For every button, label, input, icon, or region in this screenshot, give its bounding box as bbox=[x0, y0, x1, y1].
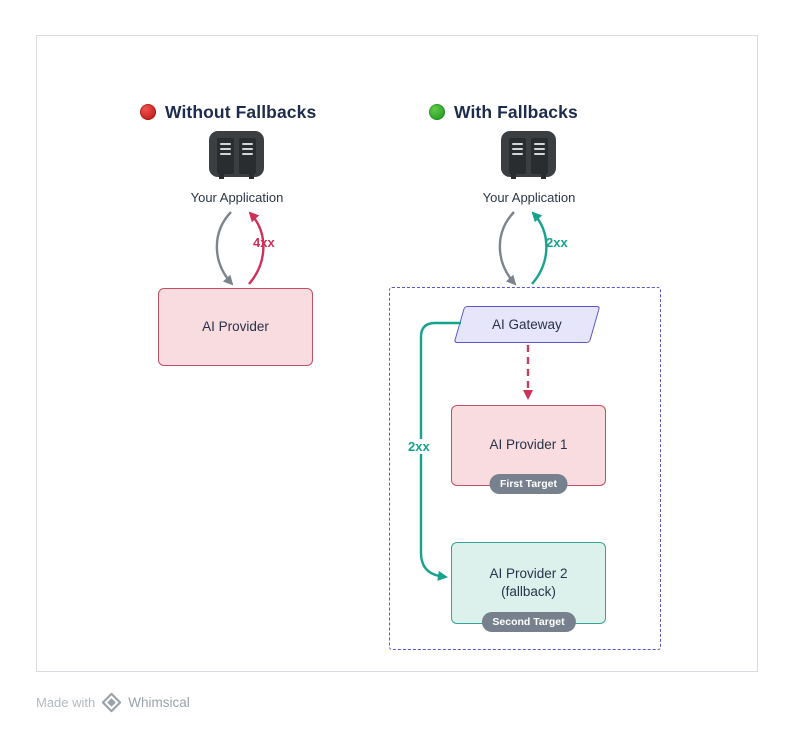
your-application-label: Your Application bbox=[190, 190, 284, 205]
without-fallbacks-title-text: Without Fallbacks bbox=[165, 101, 317, 122]
request-arrow-left bbox=[215, 211, 234, 286]
response-code-2xx: 2xx bbox=[546, 235, 568, 250]
diagram-frame: Without Fallbacks With Fallbacks bbox=[36, 35, 758, 672]
ai-provider-node: AI Provider bbox=[158, 288, 313, 366]
ai-provider-2-node: AI Provider 2 (fallback) Second Target bbox=[451, 542, 606, 632]
made-with-whimsical[interactable]: Made with Whimsical bbox=[36, 692, 190, 713]
request-arrow-right bbox=[498, 211, 517, 286]
fallback-code-2xx: 2xx bbox=[405, 439, 433, 454]
without-fallbacks-title: Without Fallbacks bbox=[140, 100, 316, 124]
gateway-group-box bbox=[389, 287, 661, 650]
ai-gateway-label: AI Gateway bbox=[492, 317, 562, 332]
red-status-icon bbox=[140, 104, 156, 120]
ai-provider-2-label-line1: AI Provider 2 bbox=[489, 565, 568, 581]
ai-provider-label: AI Provider bbox=[202, 318, 269, 334]
your-application-label: Your Application bbox=[482, 190, 576, 205]
success-arrow-2xx bbox=[531, 211, 548, 285]
ai-provider-2-label-line2: (fallback) bbox=[501, 584, 556, 599]
made-with-text: Made with bbox=[36, 695, 96, 710]
first-target-badge: First Target bbox=[489, 473, 568, 494]
ai-provider-1-label: AI Provider 1 bbox=[489, 437, 568, 453]
with-fallbacks-title-text: With Fallbacks bbox=[454, 101, 578, 122]
whimsical-brand-text: Whimsical bbox=[128, 695, 190, 710]
server-icon bbox=[208, 130, 265, 181]
server-icon bbox=[500, 130, 557, 181]
ai-provider-1-node: AI Provider 1 First Target bbox=[451, 405, 606, 494]
with-fallbacks-title: With Fallbacks bbox=[429, 100, 578, 124]
second-target-badge: Second Target bbox=[481, 611, 576, 632]
whimsical-logo-icon bbox=[101, 692, 122, 713]
green-status-icon bbox=[429, 104, 445, 120]
ai-provider-2-label: AI Provider 2 (fallback) bbox=[489, 565, 567, 601]
response-code-4xx: 4xx bbox=[253, 235, 275, 250]
ai-gateway-node: AI Gateway bbox=[453, 306, 601, 343]
